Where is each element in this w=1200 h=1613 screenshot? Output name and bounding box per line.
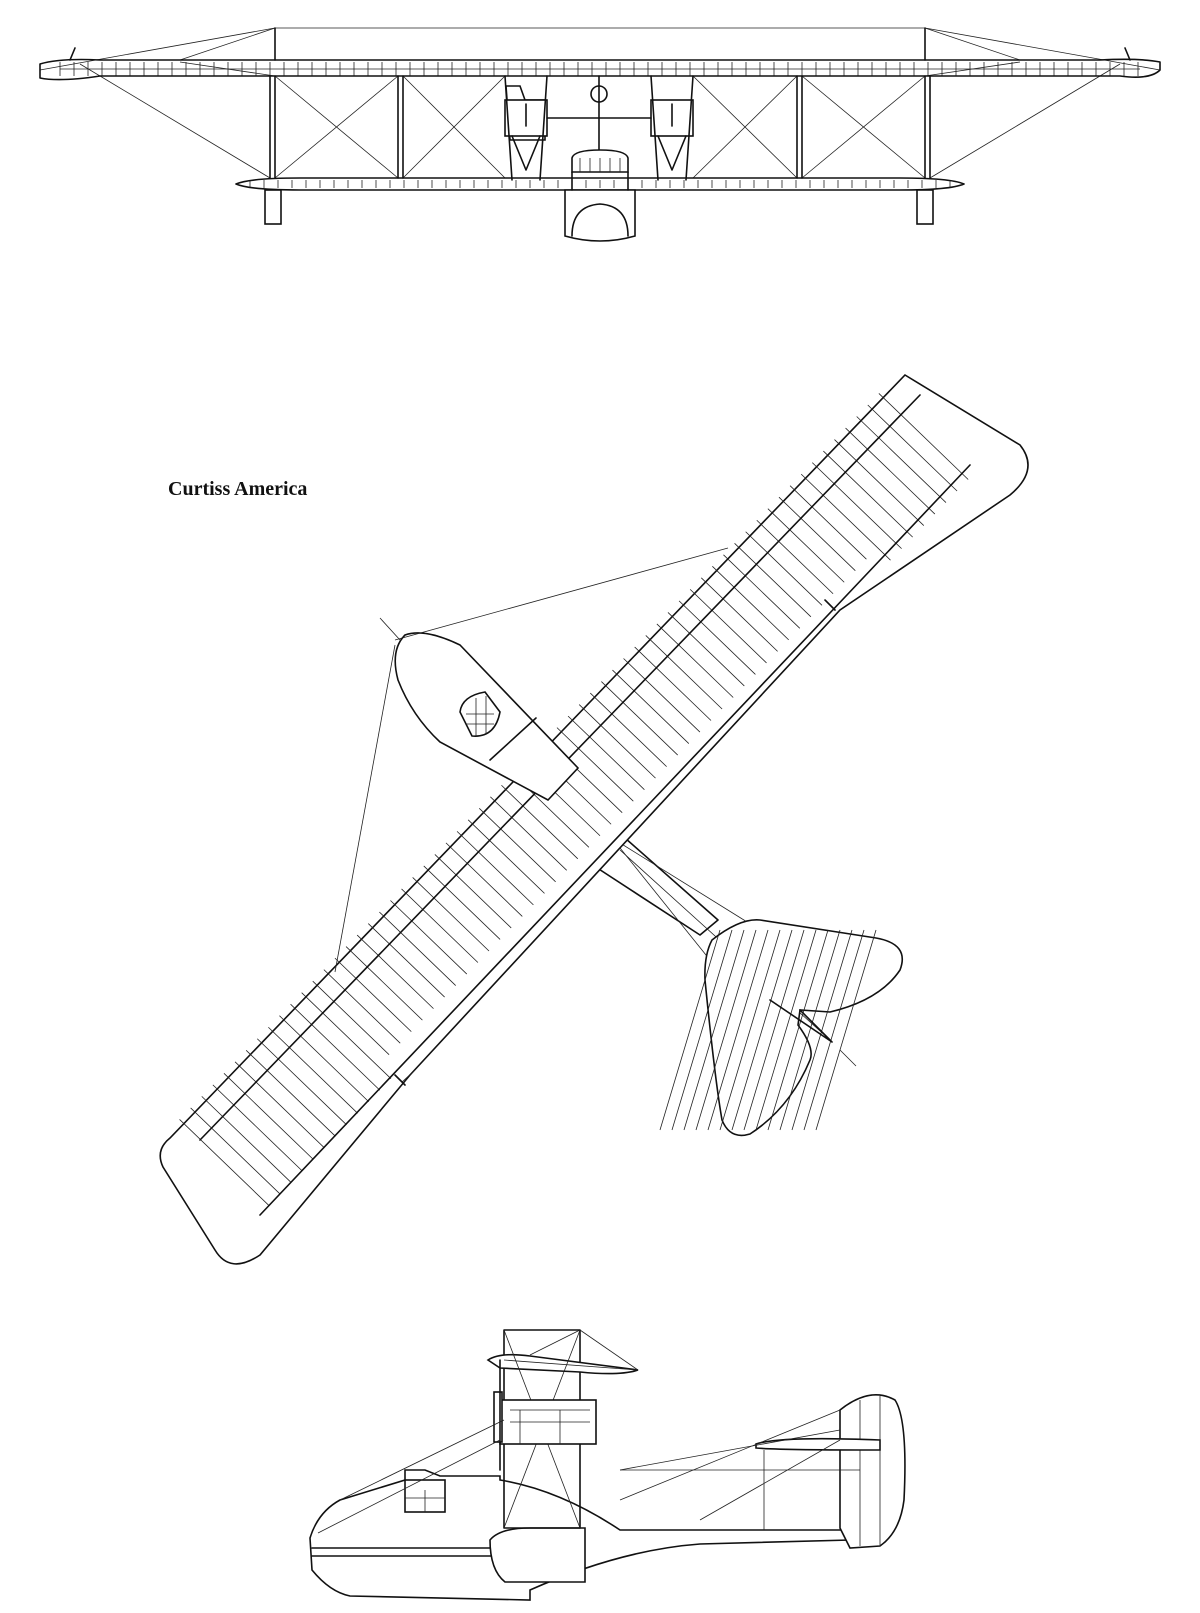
- side-cabin: [404, 1479, 446, 1513]
- plan-hull: [379, 617, 580, 801]
- front-right-engine: [650, 99, 694, 171]
- front-view: [39, 27, 1161, 242]
- drawing-title: Curtiss America: [168, 478, 308, 500]
- plan-cockpit-window: [459, 691, 501, 737]
- side-wing-cellule: [486, 1329, 639, 1529]
- plan-upper-wing: [159, 373, 1029, 1265]
- side-engine: [499, 1399, 597, 1445]
- plan-wing-ribs: [179, 393, 969, 1206]
- front-kingposts: [69, 27, 1131, 61]
- plan-view: [159, 373, 1029, 1265]
- front-hull: [564, 149, 636, 242]
- front-left-float: [264, 189, 282, 225]
- front-right-float: [916, 189, 934, 225]
- side-tail: [619, 1394, 906, 1549]
- side-hull: [309, 1469, 851, 1601]
- side-sponson: [489, 1527, 586, 1583]
- front-interplane-struts: [269, 75, 931, 179]
- front-view-wires: [39, 27, 1161, 188]
- plan-bracing-wires: [334, 547, 729, 973]
- plan-tailplane: [659, 919, 904, 1137]
- front-upper-wing: [39, 58, 1161, 81]
